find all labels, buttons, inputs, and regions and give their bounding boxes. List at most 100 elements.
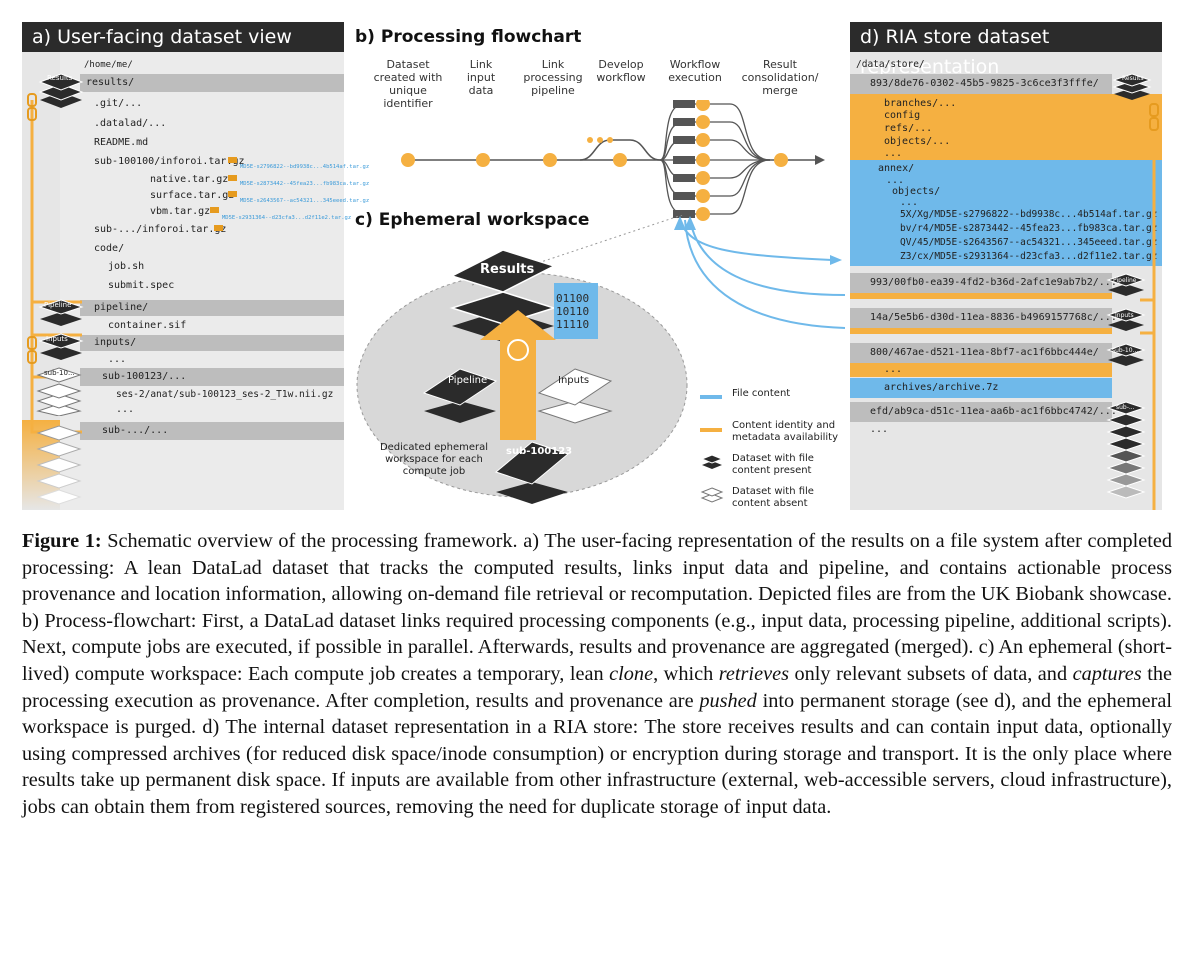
sub100100-file[interactable]: sub-100100/inforoi.tar.gz — [94, 156, 245, 167]
link-target-4: MD5E-s2931364--d23cfa3...d2f11e2.tar.gz — [222, 215, 352, 221]
ds4-dots: ... — [884, 364, 903, 375]
objects-dir[interactable]: objects/... — [884, 136, 951, 147]
annex-object-4[interactable]: Z3/cx/MD5E-s2931364--d23cfa3...d2f11e2.t… — [900, 251, 1158, 262]
panel-b-title: b) Processing flowchart — [355, 27, 582, 47]
panel-a-title: a) User-facing dataset view — [22, 22, 344, 52]
results-badge: Results — [47, 74, 73, 82]
pipeline-stack-c-icon — [422, 368, 498, 423]
legend-present-icon — [700, 454, 724, 469]
ds4-orange — [850, 363, 1112, 377]
sub-badge: sub-10... — [44, 369, 75, 377]
code-dir[interactable]: code/ — [94, 243, 125, 254]
vbm-file[interactable]: vbm.tar.gz — [150, 206, 211, 217]
ria-pipeline-badge: Pipeline — [1113, 277, 1137, 284]
ds4-bar — [850, 343, 1112, 363]
caption-part-4: the processing execution as provenance. … — [22, 662, 1173, 712]
row-pipeline-bar — [80, 300, 344, 316]
ria-results-icon — [1112, 73, 1152, 100]
readme-file[interactable]: README.md — [94, 137, 149, 148]
symlink-icon-1 — [228, 157, 237, 163]
ria-sub-icon — [1106, 343, 1146, 366]
step-link-pipeline: Link processing pipeline — [523, 58, 583, 97]
annex-objects-dir[interactable]: objects/ — [892, 186, 941, 197]
ria-pipeline-icon — [1106, 273, 1146, 296]
symlink-icon-4 — [210, 207, 219, 213]
legend-file-label: File content — [732, 388, 791, 399]
row-results-bar — [80, 74, 344, 92]
archive-blue — [850, 378, 1112, 398]
jobsh-file[interactable]: job.sh — [108, 261, 145, 272]
home-path: /home/me/ — [84, 60, 133, 70]
submit-file[interactable]: submit.spec — [108, 280, 175, 291]
inputs-dir[interactable]: inputs/ — [94, 337, 137, 348]
sub-stack-icon — [36, 367, 82, 416]
ria-sub-absent-icon — [1106, 401, 1146, 499]
caption-part-5: into permanent storage (see d), and the … — [22, 689, 1172, 818]
link-target-3: MD5E-s2643567--ac54321...345eeed.tar.gz — [240, 198, 370, 204]
workspace-desc: Dedicated ephemeral workspace for each c… — [379, 442, 489, 477]
refs-dir[interactable]: refs/... — [884, 123, 933, 134]
ds4-path[interactable]: 800/467ae-d521-11ea-8bf7-ac1f6bbc444e/ — [870, 347, 1099, 358]
annex-object-2[interactable]: bv/r4/MD5E-s2873442--45fea23...fb983ca.t… — [900, 223, 1158, 234]
annex-objects-dots: ... — [900, 197, 919, 208]
ds2-path[interactable]: 993/00fb0-ea39-4fd2-b36d-2afc1e9ab7b2/..… — [870, 277, 1117, 288]
subdots2-dir[interactable]: sub-.../... — [102, 425, 169, 436]
caption-label: Figure 1: — [22, 530, 102, 552]
bits-line-3: 11110 — [556, 318, 590, 331]
step-dataset-created: Dataset created with unique identifier — [373, 58, 443, 110]
bits-line-1: 01100 — [556, 292, 590, 305]
nii-dots: ... — [116, 404, 135, 415]
sub-c-label: sub-100123 — [506, 446, 573, 457]
sub-absent-stack-icon — [36, 425, 82, 505]
pipeline-dir[interactable]: pipeline/ — [94, 302, 149, 313]
caption-retrieves: retrieves — [718, 662, 789, 685]
sub100123-dir[interactable]: sub-100123/... — [102, 371, 187, 382]
nii-file[interactable]: ses-2/anat/sub-100123_ses-2_T1w.nii.gz — [116, 389, 334, 400]
legend-present-label: Dataset with file content present — [732, 453, 814, 476]
panel-d-connectors — [1140, 100, 1159, 510]
datalad-dir[interactable]: .datalad/... — [94, 118, 167, 129]
ds1-bar — [850, 74, 1112, 94]
results-dir[interactable]: results/ — [86, 77, 135, 88]
step-workflow-execution: Workflow execution — [668, 58, 722, 84]
link-target-1: MD5E-s2796822--bd9938c...4b514af.tar.gz — [240, 164, 370, 170]
link-target-2: MD5E-s2873442--45fea23...fb983ca.tar.gz — [240, 181, 370, 187]
caption-captures: captures — [1072, 662, 1142, 685]
archive-file[interactable]: archives/archive.7z — [884, 382, 999, 393]
symlink-icon-2 — [228, 175, 237, 181]
git-objects-block — [850, 94, 1162, 160]
row-sub-bar — [80, 368, 344, 386]
config-file[interactable]: config — [884, 110, 921, 121]
step-link-input: Link input data — [466, 58, 496, 97]
subdots-file[interactable]: sub-.../inforoi.tar.gz — [94, 224, 227, 235]
native-file[interactable]: native.tar.gz — [150, 174, 229, 185]
blue-arrows — [674, 216, 846, 329]
annex-object-1[interactable]: 5X/Xg/MD5E-s2796822--bd9938c...4b514af.t… — [900, 209, 1158, 220]
step-result-merge: Result consolidation/ merge — [741, 58, 819, 97]
row-inputs-bar — [80, 335, 344, 351]
ds5-path[interactable]: efd/ab9ca-d51c-11ea-aa6b-ac1f6bbc4742/..… — [870, 406, 1117, 417]
results-c-label: Results — [480, 262, 535, 277]
legend-identity-label: Content identity and metadata availabili… — [732, 420, 839, 443]
container-file[interactable]: container.sif — [108, 320, 187, 331]
figure-caption: Figure 1: Schematic overview of the proc… — [22, 528, 1172, 821]
store-path: /data/store/ — [856, 59, 925, 70]
git-dots: ... — [884, 148, 903, 159]
caption-pushed: pushed — [699, 689, 757, 712]
inputs-badge: Inputs — [46, 335, 68, 343]
annex-object-3[interactable]: QV/45/MD5E-s2643567--ac54321...345eeed.t… — [900, 237, 1158, 248]
symlink-icon-5 — [214, 225, 223, 231]
panel-c-title: c) Ephemeral workspace — [355, 210, 590, 230]
annex-dir[interactable]: annex/ — [878, 163, 915, 174]
inputs-dots: ... — [108, 354, 127, 365]
ds3-orange — [850, 328, 1112, 334]
surface-file[interactable]: surface.tar.gz — [150, 190, 235, 201]
git-dir[interactable]: .git/... — [94, 98, 143, 109]
ds1-path[interactable]: 893/8de76-0302-45b5-9825-3c6ce3f3fffe/ — [870, 78, 1099, 89]
symlink-icon-3 — [228, 191, 237, 197]
ds3-path[interactable]: 14a/5e5b6-d30d-11ea-8836-b4969157768c/..… — [870, 312, 1117, 323]
annex-dots: ... — [886, 175, 905, 186]
branches-dir[interactable]: branches/... — [884, 98, 957, 109]
inputs-stack-icon — [38, 333, 84, 360]
upload-arrow-icon — [480, 310, 556, 440]
